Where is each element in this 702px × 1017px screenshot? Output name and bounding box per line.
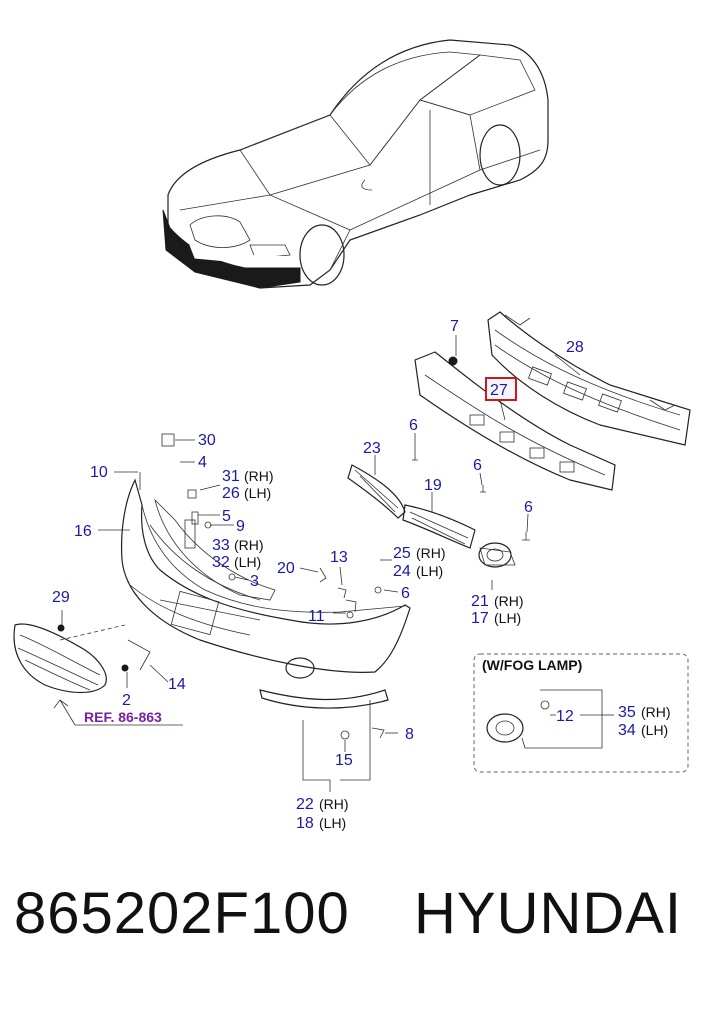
callout-30[interactable]: 30 [198,432,216,449]
callout-27[interactable]: 27 [490,382,508,399]
reference-link[interactable]: REF. 86-863 [84,709,162,725]
callout-9[interactable]: 9 [236,518,245,535]
side-26: (LH) [244,485,271,501]
callout-19[interactable]: 19 [424,477,442,494]
callout-2[interactable]: 2 [122,692,131,709]
side-21: (RH) [494,593,524,609]
callout-21[interactable]: 21 [471,593,489,610]
callout-4[interactable]: 4 [198,454,207,471]
callout-22[interactable]: 22 [296,796,314,813]
brand-name: HYUNDAI [414,881,683,946]
callout-11[interactable]: 11 [308,608,325,625]
lower-grilles [347,464,476,549]
side-34: (LH) [641,722,668,738]
side-31: (RH) [244,468,274,484]
side-33: (RH) [234,537,264,553]
callout-35[interactable]: 35 [618,704,636,721]
callout-8[interactable]: 8 [405,726,414,743]
callout-14[interactable]: 14 [168,676,186,693]
fasteners [57,356,530,740]
fog-cover [478,542,516,568]
callout-29[interactable]: 29 [52,589,70,606]
car-illustration [162,39,549,289]
callout-34[interactable]: 34 [618,722,636,739]
highlight-box [485,377,517,401]
side-25: (RH) [416,545,446,561]
callout-17[interactable]: 17 [471,610,489,627]
callout-20[interactable]: 20 [277,560,295,577]
lower-lip [259,689,389,709]
callout-28[interactable]: 28 [566,339,584,356]
bumper-beam [487,311,691,446]
callout-32[interactable]: 32 [212,554,230,571]
callout-12[interactable]: 12 [556,708,574,725]
callout-6b[interactable]: 6 [473,457,482,474]
callout-25[interactable]: 25 [393,545,411,562]
side-22: (RH) [319,796,349,812]
callout-3[interactable]: 3 [250,573,259,590]
callout-15[interactable]: 15 [335,752,353,769]
side-24: (LH) [416,563,443,579]
callout-7[interactable]: 7 [450,318,459,335]
footer: 865202F100 HYUNDAI [0,880,702,990]
part-number: 865202F100 [14,881,350,946]
callout-6c[interactable]: 6 [524,499,533,516]
fog-lamp-box [473,653,689,773]
callout-13[interactable]: 13 [330,549,348,566]
radiator-grille [13,623,126,694]
bumper-cover [121,478,411,679]
callout-24[interactable]: 24 [393,563,411,580]
callout-labels: 7 28 27 6 23 6 19 6 30 10 4 31 (RH) 26 (… [52,318,671,832]
callout-6d[interactable]: 6 [401,585,410,602]
callout-31[interactable]: 31 [222,468,240,485]
parts-diagram: 7 28 27 6 23 6 19 6 30 10 4 31 (RH) 26 (… [13,39,691,832]
callout-26[interactable]: 26 [222,485,240,502]
fog-lamp-title: (W/FOG LAMP) [482,657,582,673]
side-32: (LH) [234,554,261,570]
callout-5[interactable]: 5 [222,508,231,525]
side-18: (LH) [319,815,346,831]
callout-18[interactable]: 18 [296,815,314,832]
callout-23[interactable]: 23 [363,440,381,457]
callout-10[interactable]: 10 [90,464,108,481]
callout-16[interactable]: 16 [74,523,92,540]
callout-33[interactable]: 33 [212,537,230,554]
energy-absorber [414,351,616,491]
leader-lines [53,335,581,792]
side-17: (LH) [494,610,521,626]
side-35: (RH) [641,704,671,720]
callout-6a[interactable]: 6 [409,417,418,434]
